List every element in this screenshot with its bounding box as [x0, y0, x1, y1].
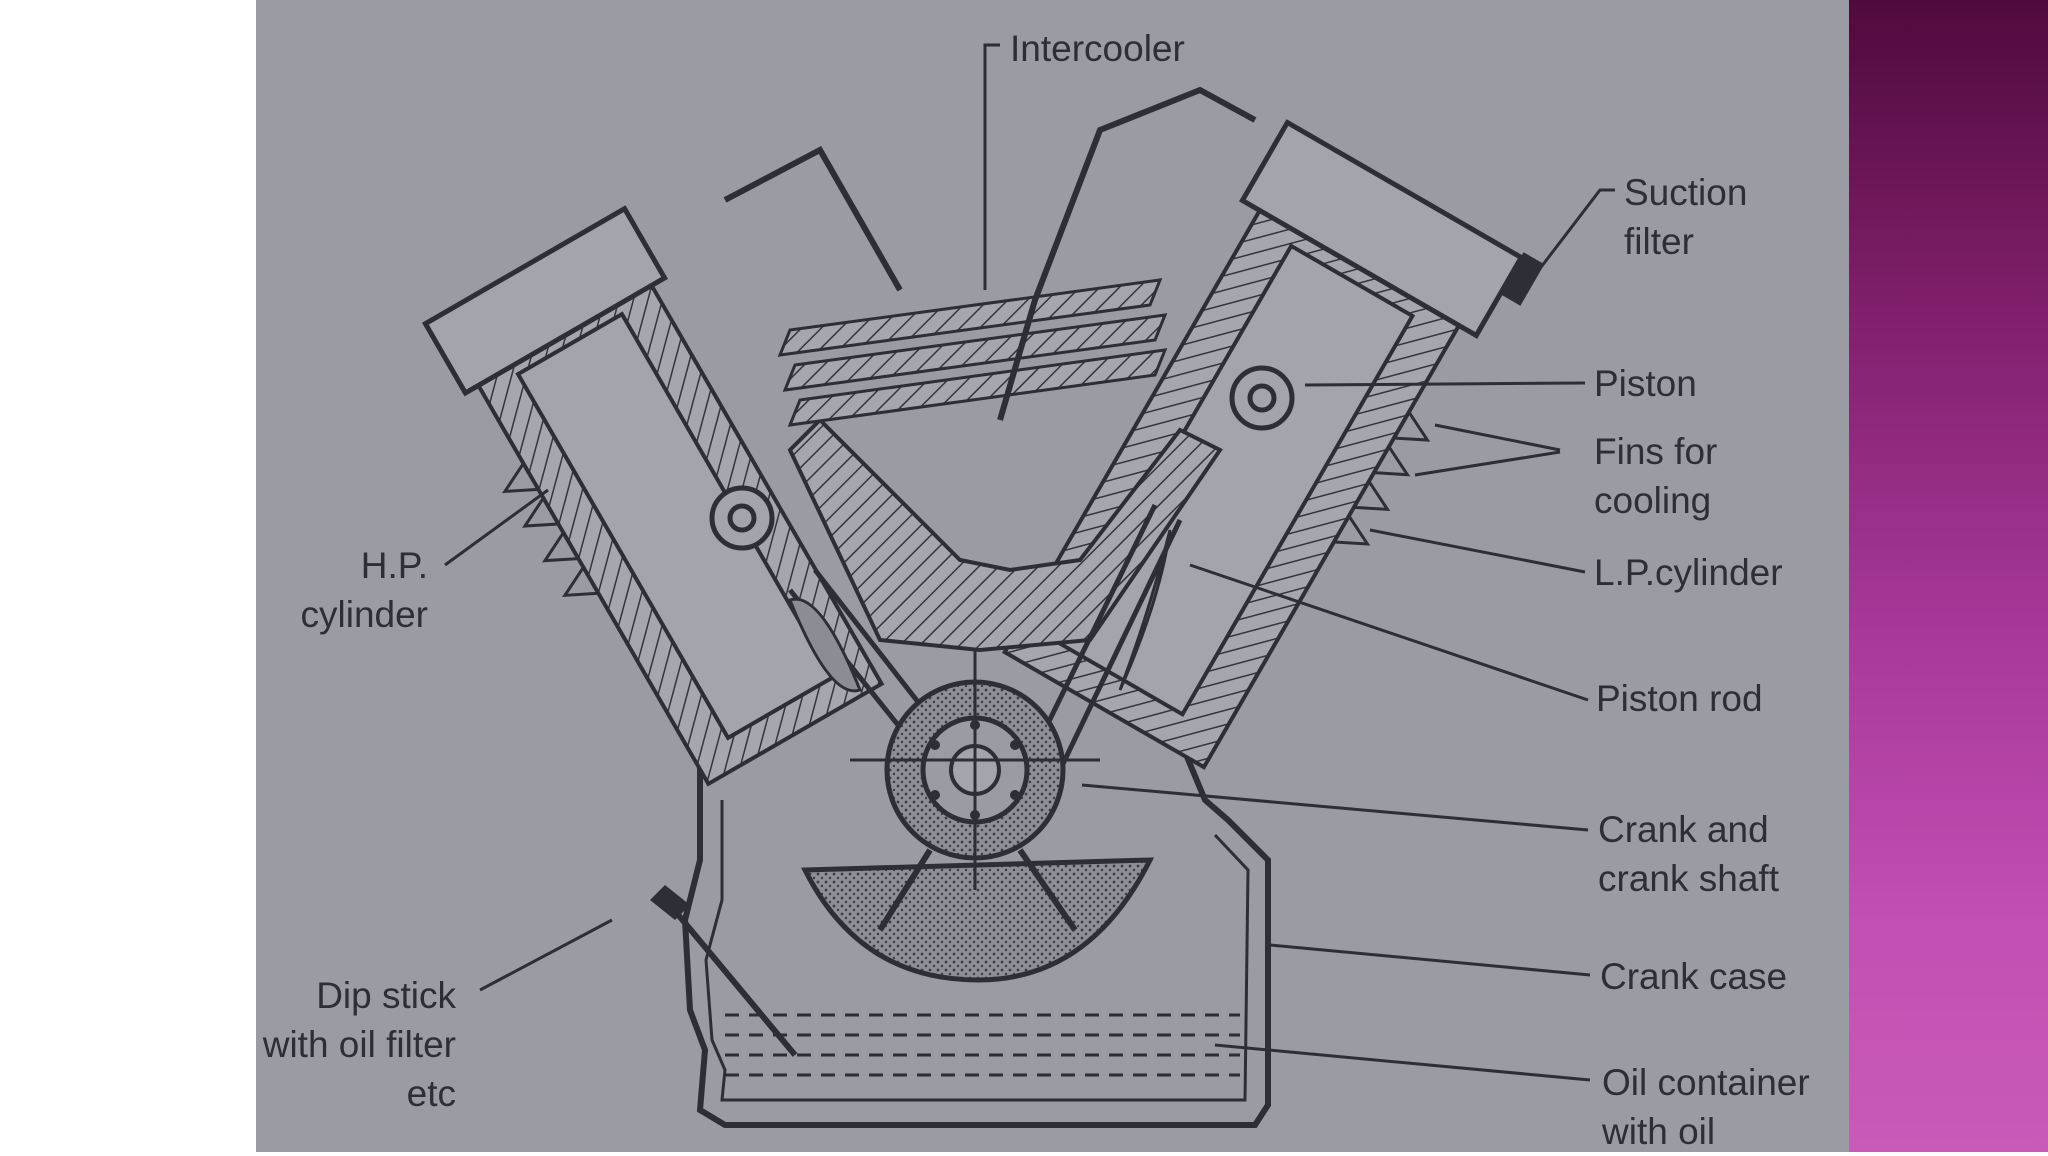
lp-cylinder	[1002, 119, 1525, 770]
label-suction-filter-line1: Suction	[1624, 172, 1748, 213]
oil-level-lines	[725, 1013, 1240, 1077]
label-crank-case: Crank case	[1600, 956, 1788, 997]
piston-pins	[709, 365, 1295, 551]
compressor-diagram-photo: Intercooler Suction filter Piston Fins f…	[256, 0, 1849, 1152]
dip-stick-shape	[650, 885, 690, 920]
label-dip-line2: with oil filter	[262, 1024, 456, 1065]
suction-filter-block	[1499, 252, 1545, 306]
label-oil-line2: with oil	[1602, 1111, 1716, 1152]
label-oil-container: Oil container with oil	[1602, 1058, 1810, 1156]
label-crank-line2: crank shaft	[1598, 858, 1779, 899]
intercooler-plates	[777, 278, 1168, 427]
label-crank-line1: Crank and	[1598, 809, 1769, 850]
label-dip-stick: Dip stick with oil filter etc	[256, 971, 456, 1118]
label-hp-cylinder: H.P. cylinder	[256, 541, 429, 639]
crank-arms	[877, 848, 1078, 932]
label-fins-line2: cooling	[1594, 480, 1712, 521]
label-suction-filter-line2: filter	[1624, 221, 1694, 262]
leader-lines	[444, 43, 1615, 1082]
crank-shaft	[850, 650, 1100, 890]
label-hp-line2: cylinder	[300, 594, 429, 635]
left-rod-slot	[788, 597, 862, 693]
label-crank-and-crank-shaft: Crank and crank shaft	[1598, 805, 1779, 903]
label-lp-cylinder: L.P.cylinder	[1594, 552, 1783, 593]
crank-web	[801, 857, 1155, 983]
label-oil-line1: Oil container	[1602, 1062, 1810, 1103]
label-intercooler: Intercooler	[1010, 28, 1185, 69]
compressor-drawing	[421, 43, 1615, 1128]
label-hp-line1: H.P.	[360, 545, 428, 586]
right-rod-slot	[1118, 529, 1172, 691]
hp-cylinder	[421, 205, 885, 787]
label-dip-line3: etc	[406, 1073, 456, 1114]
label-piston: Piston	[1594, 363, 1697, 404]
crank-case-inner	[704, 800, 1250, 1102]
dip-stick-rod	[667, 903, 798, 1057]
label-fins-line1: Fins for	[1594, 431, 1718, 472]
label-suction-filter: Suction filter	[1624, 168, 1747, 266]
hp-inlet-pipe	[723, 145, 903, 292]
label-dip-line1: Dip stick	[316, 975, 456, 1016]
intercooler-pipe	[997, 86, 1257, 421]
slide-accent-gradient-band	[1849, 0, 2048, 1152]
label-piston-rod: Piston rod	[1596, 678, 1763, 719]
slide-left-margin	[0, 0, 256, 1152]
label-fins-for-cooling: Fins for cooling	[1594, 427, 1717, 525]
